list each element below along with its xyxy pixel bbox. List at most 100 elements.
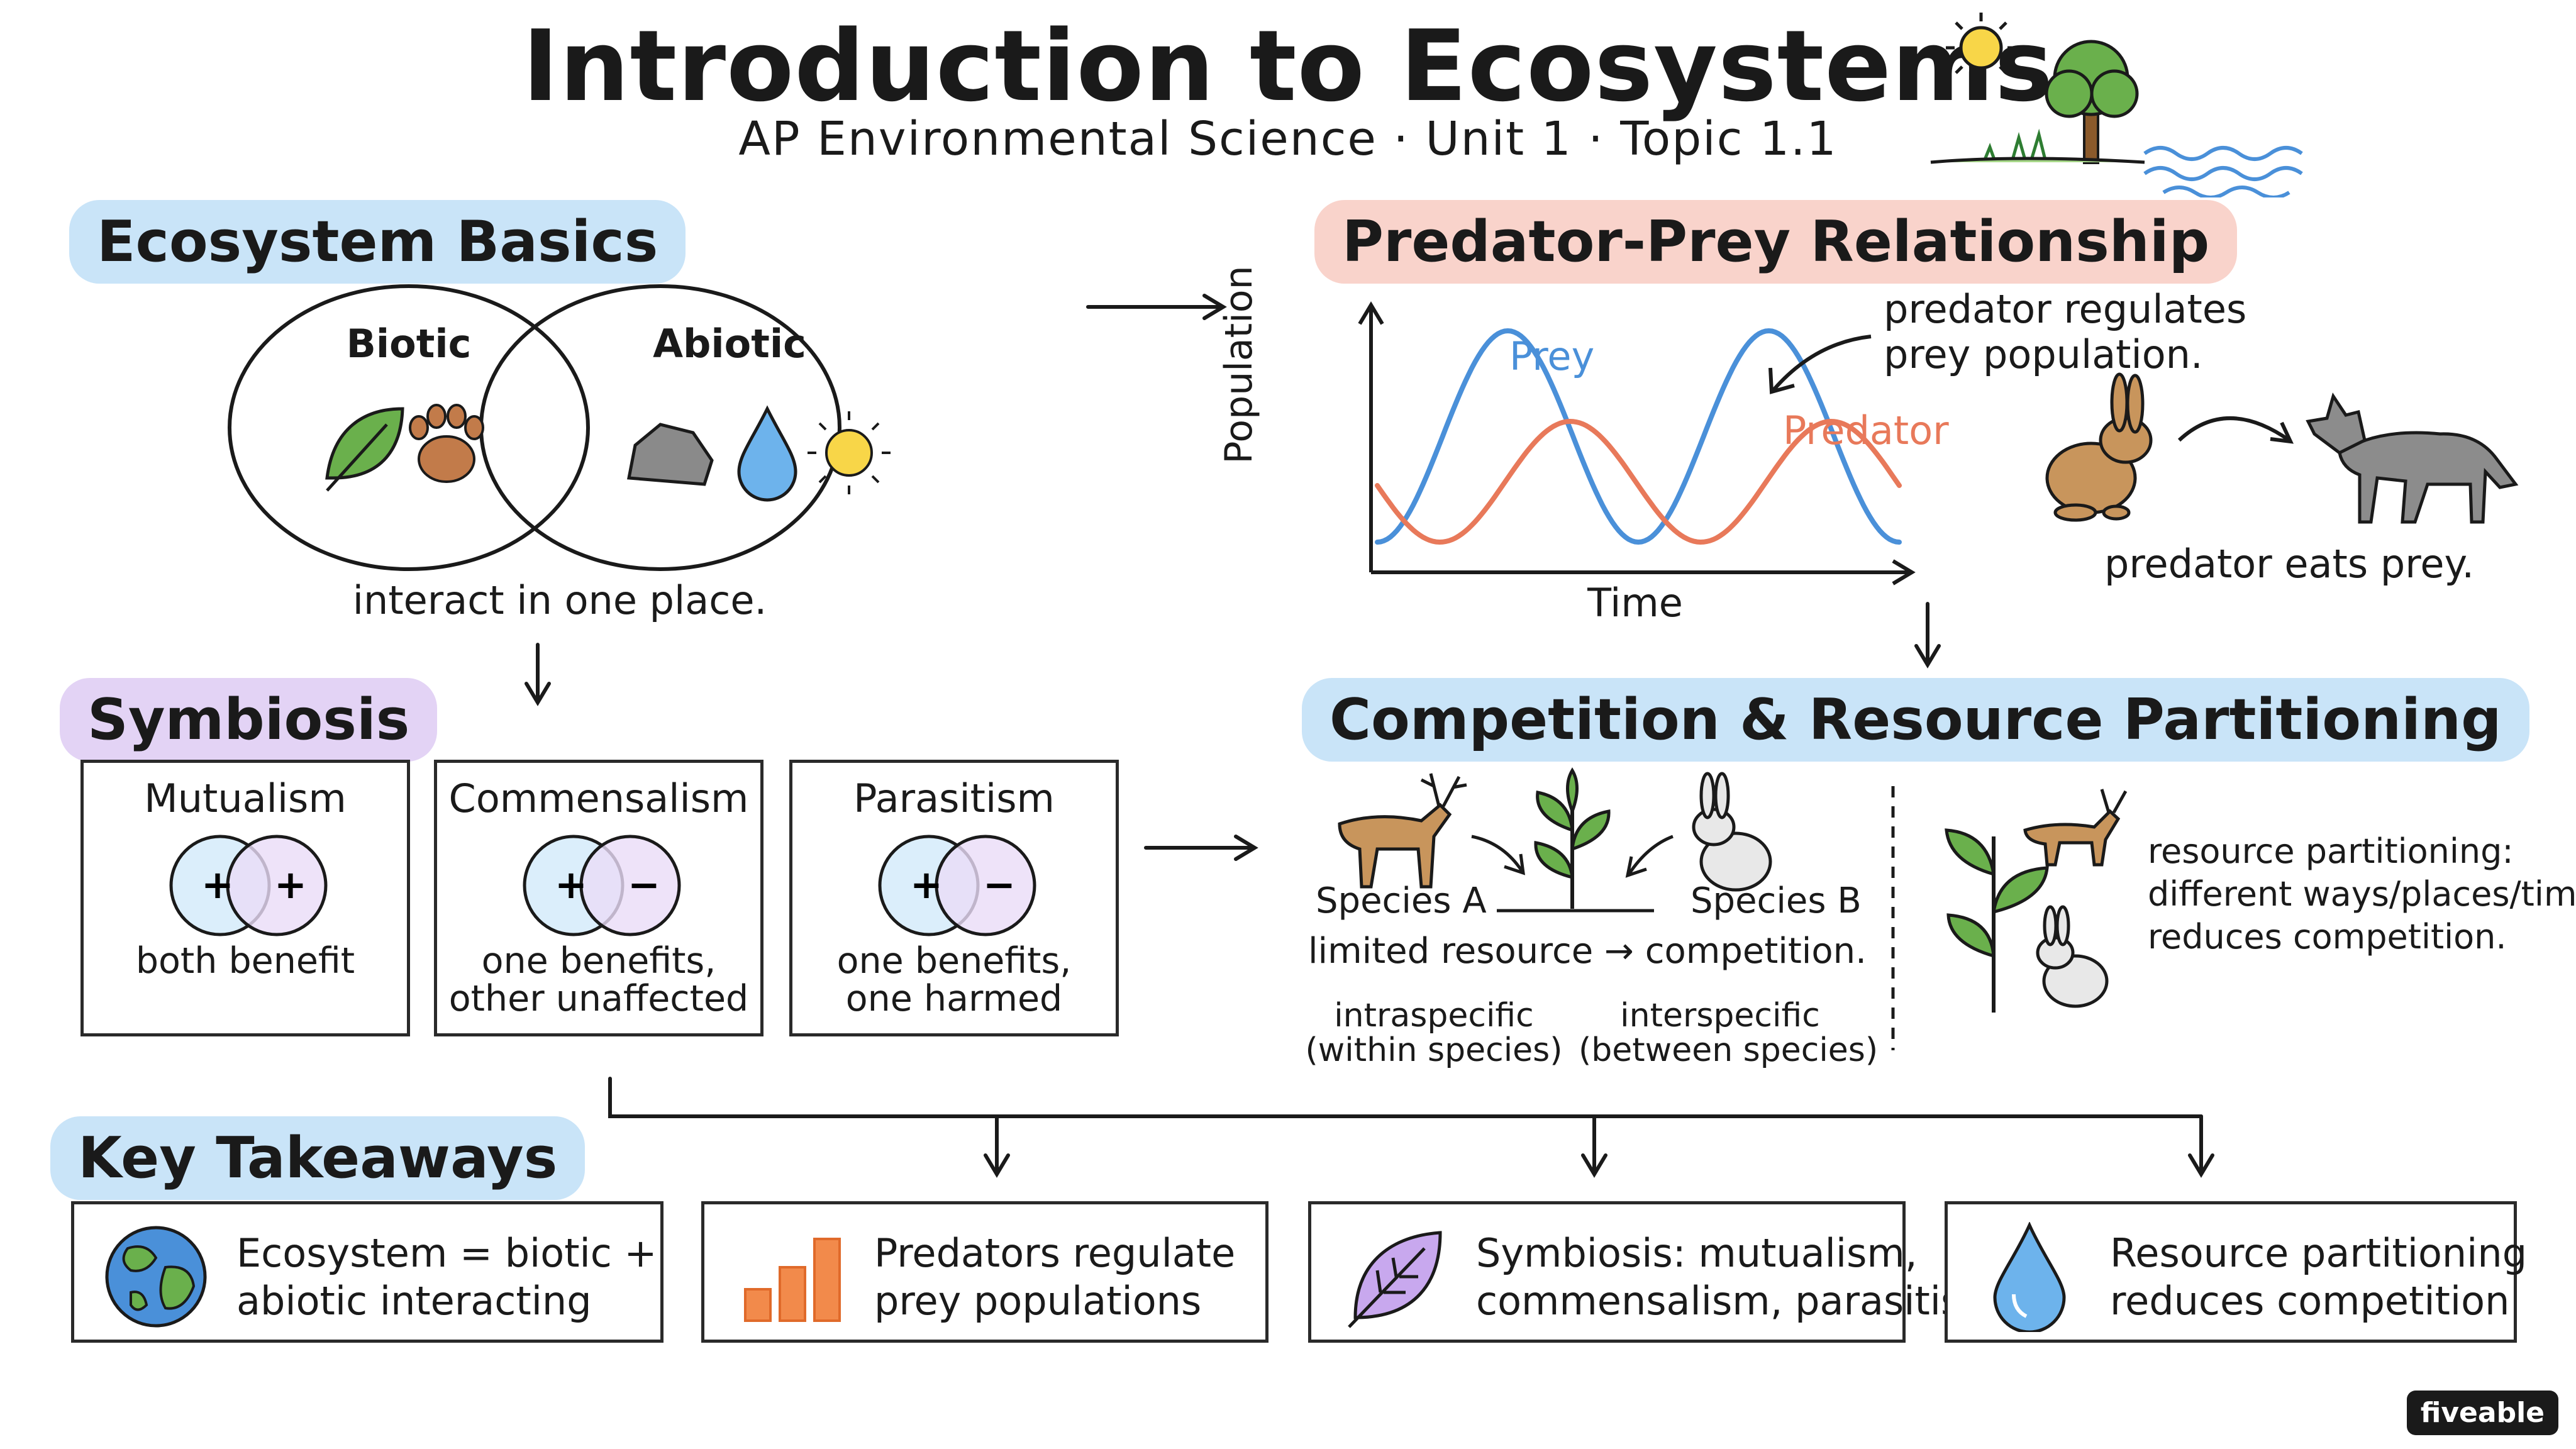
x-axis-arrowhead [1892, 559, 1916, 586]
arrow-predator-to-competition [1914, 602, 1941, 669]
biotic-label: Biotic [346, 321, 472, 367]
regulation-pointer-arrow [1768, 335, 1872, 394]
heading-ecosystem-basics: Ecosystem Basics [69, 200, 686, 284]
intraspecific-label: intraspecific [1334, 997, 1534, 1035]
left-sign: + [910, 862, 943, 908]
right-sign: + [274, 862, 307, 908]
parasitism-venn-icon: + − [878, 835, 1036, 936]
deer-icon [2023, 789, 2128, 867]
grass-icon [1982, 128, 2047, 162]
takeaway-1-line1: Ecosystem = biotic + [236, 1230, 657, 1276]
card-title: Commensalism [448, 775, 749, 821]
water-drop-icon [1993, 1222, 2066, 1332]
partitioning-line1: resource partitioning: [2148, 831, 2514, 871]
competition-illustration [1338, 767, 1772, 913]
card-title: Parasitism [853, 775, 1055, 821]
heading-symbiosis: Symbiosis [60, 678, 438, 762]
regulation-note-line2: prey population. [1884, 331, 2203, 377]
intraspecific-note: (within species) [1305, 1031, 1563, 1069]
takeaway-2-line2: prey populations [874, 1278, 1202, 1324]
commensalism-venn-icon: + − [523, 835, 681, 936]
sun-icon [808, 411, 891, 494]
interspecific-note: (between species) [1579, 1031, 1879, 1069]
predator-prey-chart [1358, 301, 1916, 586]
prey-series-line [1375, 328, 1902, 545]
fiveable-logo[interactable]: fiveable [2406, 1391, 2558, 1435]
eats-arrow [2177, 416, 2294, 444]
arrow-takeaway-3 [1581, 1114, 1607, 1178]
rock-icon [627, 423, 714, 486]
takeaway-4-line2: reduces competition [2110, 1278, 2510, 1324]
arrow-takeaway-4 [2188, 1114, 2214, 1178]
paw-icon [409, 404, 484, 483]
venn-caption: interact in one place. [352, 577, 767, 623]
page-subtitle: AP Environmental Science · Unit 1 · Topi… [738, 112, 1838, 166]
arrow-takeaway-2 [984, 1114, 1010, 1178]
deer-icon [1338, 773, 1467, 889]
globe-icon [105, 1226, 207, 1328]
species-b-label: Species B [1690, 880, 1862, 921]
right-sign: − [983, 862, 1016, 908]
heading-competition: Competition & Resource Partitioning [1302, 678, 2529, 762]
heading-predator-prey: Predator-Prey Relationship [1314, 200, 2238, 284]
card-desc-line1: both benefit [135, 940, 355, 982]
takeaway-connector [608, 1077, 2203, 1118]
takeaway-3-line1: Symbiosis: mutualism, [1476, 1230, 1918, 1276]
left-sign: + [201, 862, 234, 908]
partitioning-line2: different ways/places/times [2148, 874, 2576, 914]
rabbit-icon [2036, 905, 2109, 1008]
takeaway-card-3: Symbiosis: mutualism, commensalism, para… [1308, 1201, 1999, 1343]
arrow-basics-to-predator [1086, 294, 1227, 320]
rabbit-icon [1692, 772, 1772, 892]
abiotic-label: Abiotic [653, 321, 806, 367]
sprout-icon [1497, 767, 1654, 913]
takeaway-4-line1: Resource partitioning [2110, 1230, 2528, 1276]
prey-series-label: Prey [1509, 333, 1595, 379]
sun-icon [1946, 13, 2016, 83]
mutualism-venn-icon: + + [169, 835, 328, 936]
left-sign: + [555, 862, 587, 908]
arrow-a-to-plant [1471, 835, 1526, 875]
y-axis-arrowhead [1358, 301, 1384, 325]
regulation-note-line1: predator regulates [1884, 286, 2247, 332]
symbiosis-card-commensalism: Commensalism + − one benefits, other una… [434, 760, 763, 1036]
takeaway-card-1: Ecosystem = biotic + abiotic interacting [71, 1201, 663, 1343]
x-axis-label: Time [1587, 580, 1683, 626]
predator-series-line [1375, 418, 1902, 545]
competition-divider [1891, 786, 1895, 1050]
right-sign: − [628, 862, 660, 908]
eats-caption: predator eats prey. [2104, 541, 2475, 587]
predator-series-label: Predator [1783, 408, 1949, 453]
card-desc-line1: one benefits, [836, 940, 1072, 982]
y-axis-label: Population [1217, 265, 1261, 464]
leaf-icon [1348, 1231, 1442, 1328]
landscape-icon [1930, 13, 2303, 197]
card-desc-line1: one benefits, [481, 940, 716, 982]
page-title: Introduction to Ecosystems [522, 9, 2054, 123]
biotic-abiotic-venn [228, 284, 891, 571]
species-a-label: Species A [1316, 880, 1487, 921]
plant-icon [1945, 828, 2049, 1013]
bar-chart-icon [744, 1238, 841, 1322]
card-title: Mutualism [144, 775, 347, 821]
card-desc-line2: other unaffected [448, 978, 749, 1019]
takeaway-card-2: Predators regulate prey populations [701, 1201, 1269, 1343]
takeaway-2-line1: Predators regulate [874, 1230, 1236, 1276]
tree-icon [2045, 40, 2139, 164]
card-desc-line2: one harmed [845, 978, 1063, 1019]
takeaway-1-line2: abiotic interacting [236, 1278, 592, 1324]
takeaway-card-4: Resource partitioning reduces competitio… [1945, 1201, 2527, 1343]
water-drop-icon [737, 405, 797, 502]
partitioning-illustration [1945, 789, 2128, 1013]
partitioning-line3: reduces competition. [2148, 917, 2507, 957]
takeaway-3-line2: commensalism, parasitism [1476, 1278, 1999, 1324]
symbiosis-card-parasitism: Parasitism + − one benefits, one harmed [789, 760, 1119, 1036]
rabbit-to-wolf-illustration [2045, 372, 2519, 524]
wolf-icon [2306, 392, 2519, 524]
ground-line [1930, 157, 2145, 164]
heading-key-takeaways: Key Takeaways [50, 1116, 586, 1200]
interspecific-label: interspecific [1620, 997, 1820, 1035]
biotic-circle [228, 284, 590, 571]
